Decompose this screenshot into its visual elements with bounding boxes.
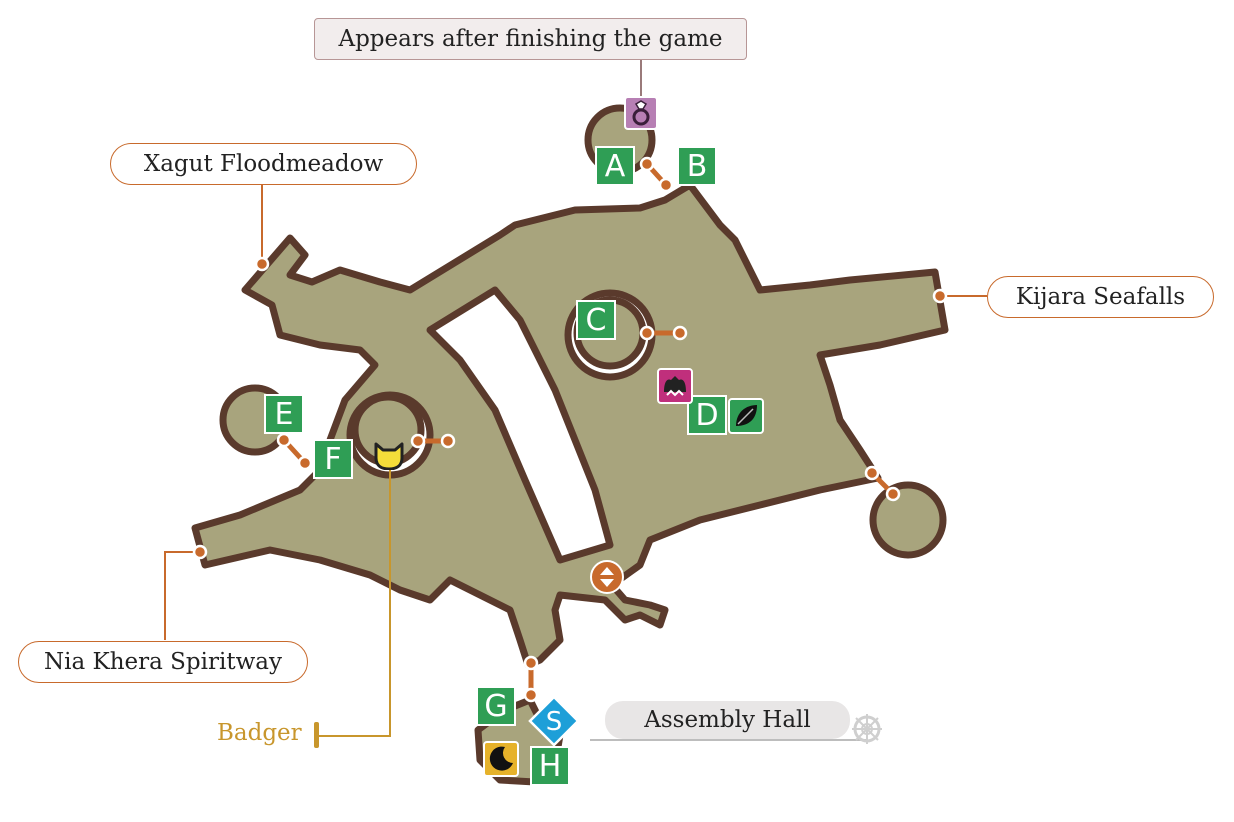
badger-label: Badger: [217, 720, 302, 746]
elevator-icon: [589, 559, 625, 595]
gear-wheel-icon: [850, 712, 884, 746]
crescent-moon-icon: [483, 741, 519, 777]
leaf-icon: [728, 398, 764, 434]
kijara-seafalls-label: Kijara Seafalls: [987, 276, 1214, 318]
save-point-icon: S: [527, 694, 581, 748]
nia-khera-spiritway-label: Nia Khera Spiritway: [18, 641, 308, 683]
monster-icon: [657, 368, 693, 404]
ring-icon: [624, 96, 658, 130]
marker-h: H: [532, 748, 568, 784]
cat-head-icon: [372, 440, 406, 471]
central-void: [426, 286, 614, 564]
marker-b: B: [679, 148, 715, 184]
xagut-floodmeadow-label: Xagut Floodmeadow: [110, 143, 417, 185]
postgame-note-label: Appears after finishing the game: [314, 18, 747, 60]
assembly-hall-label: Assembly Hall: [605, 701, 850, 739]
marker-g: G: [478, 688, 514, 724]
right-pocket: [869, 481, 947, 559]
marker-d: D: [689, 397, 725, 433]
marker-a: A: [597, 148, 633, 184]
marker-c: C: [578, 302, 614, 338]
save-letter: S: [546, 707, 563, 737]
marker-e: E: [266, 396, 302, 432]
marker-f: F: [315, 441, 351, 477]
